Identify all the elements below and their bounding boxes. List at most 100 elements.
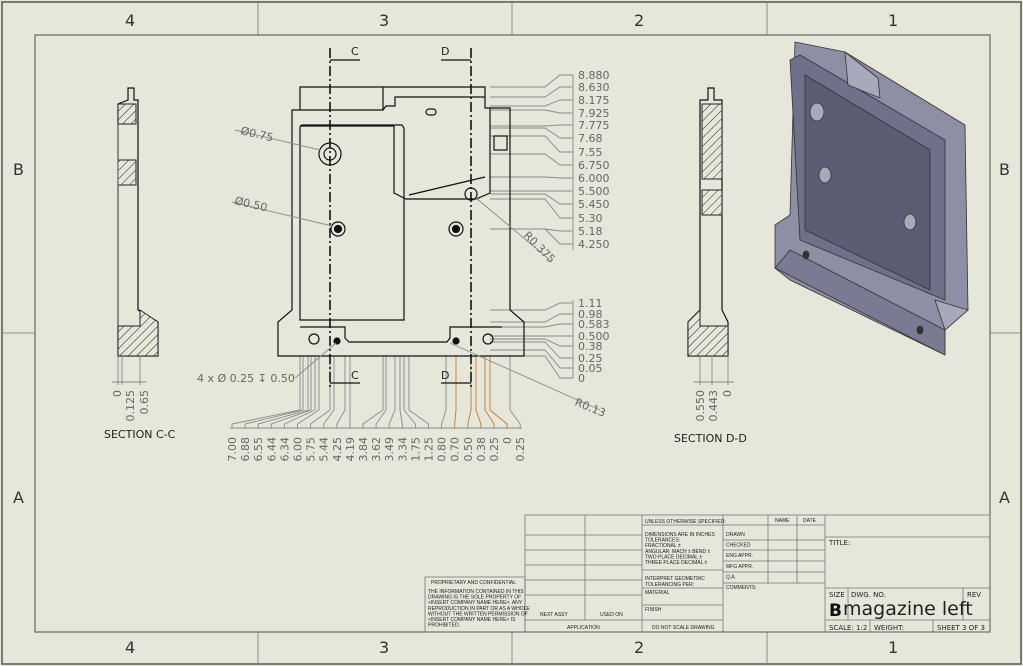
tb-spec-line: TWO PLACE DECIMAL ± [645, 554, 702, 560]
h-dim-leader [244, 356, 304, 428]
tb-proprietary-title: PROPRIETARY AND CONFIDENTIAL [431, 580, 516, 586]
tb-material: MATERIAL [645, 590, 670, 596]
h-dim-leader [489, 356, 508, 428]
tb-dwg-no-label: DWG. NO. [851, 591, 886, 599]
vertical-ordinate-dims: 8.8808.6308.1757.9257.7757.687.556.7506.… [572, 69, 610, 385]
h-dim-label: 3.84 [357, 437, 370, 462]
hole-features [308, 142, 494, 345]
zone-right-a: A [999, 488, 1010, 507]
tb-date-header: DATE [803, 518, 817, 524]
v-dim-leader [490, 323, 573, 328]
section-c-c-view[interactable]: 0 0.125 0.65 SECTION C-C [104, 87, 176, 441]
v-dim-label: 7.55 [578, 146, 603, 159]
zone-bottom-1: 1 [888, 638, 898, 657]
v-dim-label: 7.925 [578, 107, 610, 120]
v-dim-label: 4.250 [578, 238, 610, 251]
v-dim-leader [490, 228, 573, 245]
v-dim-leader [490, 198, 573, 219]
section-mark-d-bottom: D [441, 369, 449, 382]
tb-role: DRAWN [726, 532, 745, 538]
callout-dia-050: Ø0.50 [233, 194, 268, 214]
section-mark-c-top: C [351, 45, 359, 58]
h-dim-label: 5.75 [305, 437, 318, 462]
h-dim-leader [297, 356, 320, 428]
section-cc-dim-1: 0.125 [124, 390, 137, 422]
v-dim-label: 0.25 [578, 352, 603, 365]
h-dim-label: 0.25 [488, 437, 501, 462]
h-dim-label: 0.80 [436, 437, 449, 462]
v-dim-label: 6.000 [578, 172, 610, 185]
tb-unless: UNLESS OTHERWISE SPECIFIED: [645, 519, 726, 525]
v-dim-label: 8.630 [578, 81, 610, 94]
bottom-step [300, 326, 502, 343]
tb-role: MFG APPR. [726, 564, 753, 570]
tb-sheet: SHEET 3 OF 3 [937, 624, 985, 632]
v-dim-leader [490, 127, 573, 139]
tb-role: Q.A. [726, 574, 736, 580]
section-dd-dim-2: 0 [721, 390, 734, 397]
h-dim-leader [283, 356, 316, 428]
v-dim-label: 1.11 [578, 297, 603, 310]
section-cc-dim-0: 0 [111, 390, 124, 397]
v-dim-label: 0.05 [578, 362, 603, 375]
callout-hole-note: 4 x Ø 0.25 ↧ 0.50 [197, 372, 295, 385]
h-dim-leader [399, 356, 403, 428]
h-dim-leader [362, 356, 384, 428]
h-dim-label: 3.62 [370, 437, 383, 462]
h-dim-label: 1.25 [423, 437, 436, 462]
h-dim-label: 6.44 [265, 437, 278, 462]
h-dim-label: 7.00 [226, 437, 239, 462]
h-dim-label: 4.19 [344, 437, 357, 462]
v-dim-label: 5.30 [578, 212, 603, 225]
tb-do-not-scale: DO NOT SCALE DRAWING [652, 625, 715, 631]
callout-leaders [231, 129, 601, 411]
tb-role: ENG APPR. [726, 553, 753, 559]
v-dim-label: 0.500 [578, 330, 610, 343]
v-dim-leader [490, 338, 573, 347]
tb-spec-line: ANGULAR: MACH ± BEND ± [645, 549, 710, 555]
tb-proprietary-line: THE INFORMATION CONTAINED IN THIS [428, 589, 524, 595]
v-dim-leader [490, 341, 573, 359]
v-dim-label: 5.500 [578, 185, 610, 198]
ramp-edge [408, 176, 486, 196]
tb-proprietary-line: DRAWING IS THE SOLE PROPERTY OF [428, 595, 521, 601]
isometric-3d-view[interactable] [774, 41, 969, 356]
main-view[interactable]: C D C D Ø0.75 Ø0.50 R0.375 4 x Ø 0.25 ↧ … [197, 45, 610, 462]
h-dim-label: 0 [501, 437, 514, 444]
h-dim-label: 3.49 [383, 437, 396, 462]
tb-proprietary-line: WITHOUT THE WRITTEN PERMISSION OF [428, 611, 528, 617]
tb-spec-line: THREE PLACE DECIMAL ± [645, 560, 708, 566]
zone-top-1: 1 [888, 11, 898, 30]
zone-bottom-3: 3 [379, 638, 389, 657]
tb-interpret-0: INTERPRET GEOMETRIC [645, 576, 705, 582]
h-dim-leader [475, 356, 482, 428]
v-dim-leader [490, 349, 573, 369]
v-dim-label: 7.68 [578, 132, 603, 145]
h-dim-label: 0.50 [462, 437, 475, 462]
pocket-edge [300, 108, 491, 200]
tb-role: COMMENTS: [726, 585, 757, 591]
tb-proprietary-line: <INSERT COMPANY NAME HERE>. ANY [428, 600, 523, 606]
zone-bottom-2: 2 [634, 638, 644, 657]
tb-weight: WEIGHT: [874, 624, 904, 632]
h-dim-label: 6.00 [292, 437, 305, 462]
h-dim-leader [257, 356, 309, 428]
tb-spec-line: FRACTIONAL ± [645, 543, 681, 549]
v-dim-leader [490, 135, 573, 153]
section-arrows [330, 59, 471, 384]
slot-icon [425, 108, 437, 116]
h-dim-leader [375, 356, 387, 428]
v-dim-label: 7.775 [578, 119, 610, 132]
v-dim-label: 5.18 [578, 225, 603, 238]
zone-right-b: B [999, 160, 1010, 179]
section-mark-c-bottom: C [351, 369, 359, 382]
section-mark-d-top: D [441, 45, 449, 58]
tb-proprietary-line: REPRODUCTION IN PART OR AS A WHOLE [428, 606, 530, 612]
v-dim-label: 0.98 [578, 308, 603, 321]
callout-dia-075: Ø0.75 [239, 124, 274, 144]
section-d-d-view[interactable]: 0.550 0.443 0 SECTION D-D [674, 87, 747, 445]
section-cc-label: SECTION C-C [104, 428, 176, 441]
tb-interpret-1: TOLERANCING PER: [645, 582, 694, 588]
